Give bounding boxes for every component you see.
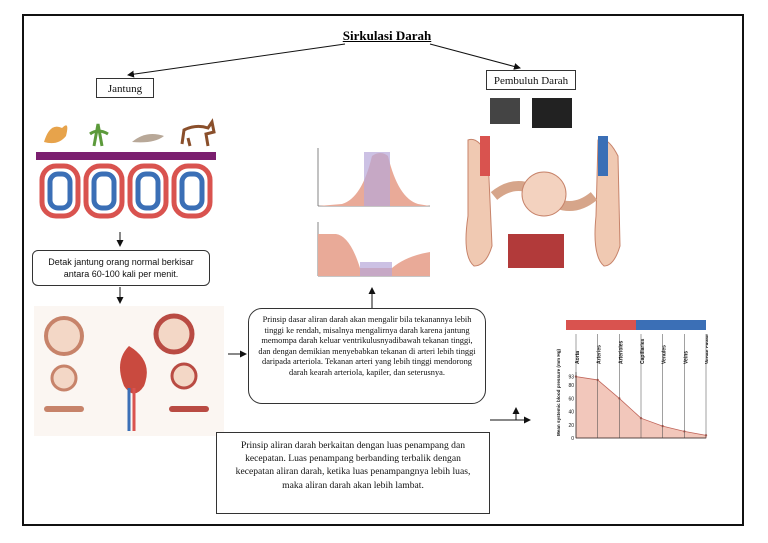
capillary-bed bbox=[521, 171, 567, 217]
y-tick-label: 60 bbox=[568, 396, 574, 402]
micrograph-thumbnail bbox=[490, 98, 520, 124]
diagram-frame bbox=[22, 14, 744, 526]
circulation-mammal bbox=[171, 163, 213, 219]
blood-pressure-chart: Aorta Arteries Arterioles Capillaries Venule… bbox=[556, 320, 708, 442]
y-tick-label: 40 bbox=[568, 410, 574, 416]
capillary-bed-illustration bbox=[458, 96, 630, 272]
y-tick-label: 20 bbox=[568, 423, 574, 429]
heart-circulation-comparison bbox=[36, 152, 216, 219]
elastic-artery-section bbox=[153, 313, 195, 355]
diagram-title: Sirkulasi Darah bbox=[342, 28, 432, 43]
category-label: Arterioles bbox=[618, 340, 624, 364]
pressure-principle-note: Prinsip dasar aliran darah akan mengalir… bbox=[248, 308, 486, 404]
y-tick-label: 0 bbox=[571, 436, 574, 442]
velocity-curve bbox=[318, 234, 430, 276]
medium-vein-section bbox=[50, 364, 78, 392]
category-label: Aorta bbox=[575, 351, 581, 364]
heart-icon bbox=[120, 346, 147, 394]
circulation-reptile bbox=[127, 163, 169, 219]
y-tick-label: 93 bbox=[568, 375, 574, 381]
circulation-fish bbox=[39, 163, 81, 219]
arrow-to-jantung bbox=[127, 43, 346, 78]
y-axis-label: Mean systemic blood pressure (mm Hg) bbox=[556, 348, 561, 436]
artery-icon bbox=[480, 136, 490, 176]
arrow-to-pembuluh bbox=[429, 43, 521, 70]
large-vein-section bbox=[44, 316, 84, 356]
vertebrate-animals-illustration bbox=[44, 118, 216, 147]
jantung-label: Jantung bbox=[96, 78, 154, 98]
y-tick-label: 80 bbox=[568, 383, 574, 389]
category-label: Venules bbox=[662, 345, 668, 364]
category-label: Venae cavae bbox=[705, 334, 708, 364]
category-label: Arteries bbox=[597, 345, 603, 364]
category-label: Capillaries bbox=[640, 338, 646, 364]
area-principle-note: Prinsip aliran darah berkaitan dengan lu… bbox=[216, 432, 490, 514]
vein-icon bbox=[598, 136, 608, 176]
pressure-velocity-graph bbox=[302, 142, 434, 284]
muscular-artery-section bbox=[170, 362, 198, 390]
circulation-amphibian bbox=[83, 163, 125, 219]
blood-vessel-types-illustration bbox=[34, 306, 224, 436]
heart-rate-note: Detak jantung orang normal berkisar anta… bbox=[32, 250, 210, 286]
pembuluh-darah-label: Pembuluh Darah bbox=[486, 70, 576, 90]
red-blood-cells-inset bbox=[508, 234, 564, 268]
category-label: Veins bbox=[683, 351, 689, 364]
